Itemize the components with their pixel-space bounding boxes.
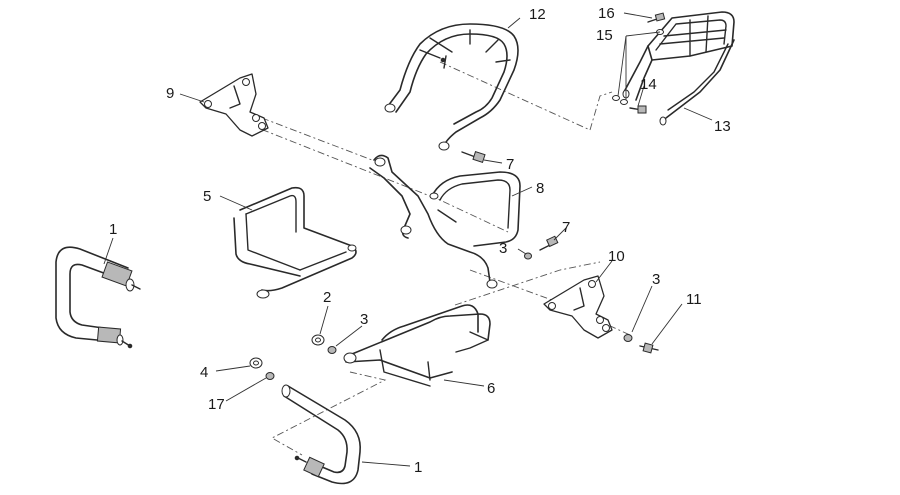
callout-2: 2 — [323, 289, 331, 306]
callout-15: 15 — [596, 27, 613, 44]
fastener-3-nut-lower — [327, 346, 337, 354]
part-5-basket-frame — [233, 186, 357, 299]
fastener-11-screw — [639, 342, 659, 354]
fastener-3-nut-right — [623, 334, 633, 342]
fastener-17-washer — [265, 372, 275, 380]
part-1-bottom-tube — [281, 384, 362, 485]
part-6-lower-frame — [343, 304, 491, 387]
fastener-4-spacer — [249, 357, 263, 369]
callout-3-middle: 3 — [360, 311, 368, 328]
part-8-central-frame — [369, 154, 521, 289]
callout-6: 6 — [487, 380, 495, 397]
part-1-left-tube — [55, 246, 141, 349]
callout-4: 4 — [200, 364, 208, 381]
callout-3-right: 3 — [652, 271, 660, 288]
callout-3-upper: 3 — [499, 240, 507, 257]
part-12-grab-handle — [384, 23, 519, 151]
part-10-mounting-plate — [543, 275, 613, 339]
callout-12: 12 — [529, 6, 546, 23]
callout-8: 8 — [536, 180, 544, 197]
callout-13: 13 — [714, 118, 731, 135]
callout-9: 9 — [166, 85, 174, 102]
fastener-14-bolt — [629, 105, 647, 114]
callout-7-upper: 7 — [506, 156, 514, 173]
callout-labels: 1 1 2 3 3 3 4 5 6 7 7 8 9 10 11 12 13 14… — [109, 5, 731, 476]
fastener-16-screw — [647, 12, 666, 23]
callout-7-lower: 7 — [562, 219, 570, 236]
part-9-mounting-plate — [199, 73, 269, 137]
callout-1-bottom: 1 — [414, 459, 422, 476]
callout-11: 11 — [686, 291, 702, 308]
leader-lines — [103, 12, 713, 467]
part-13-luggage-rack — [622, 11, 735, 126]
fastener-15-washers — [612, 29, 664, 105]
fastener-7-upper-bolt — [461, 151, 486, 163]
fastener-3-nut-middle — [524, 252, 532, 260]
callout-5: 5 — [203, 188, 211, 205]
callout-16: 16 — [598, 5, 615, 22]
callout-1-left: 1 — [109, 221, 117, 238]
callout-14: 14 — [640, 76, 657, 93]
callout-17: 17 — [208, 396, 225, 413]
callout-10: 10 — [608, 248, 625, 265]
fastener-2-spacer — [311, 334, 325, 346]
